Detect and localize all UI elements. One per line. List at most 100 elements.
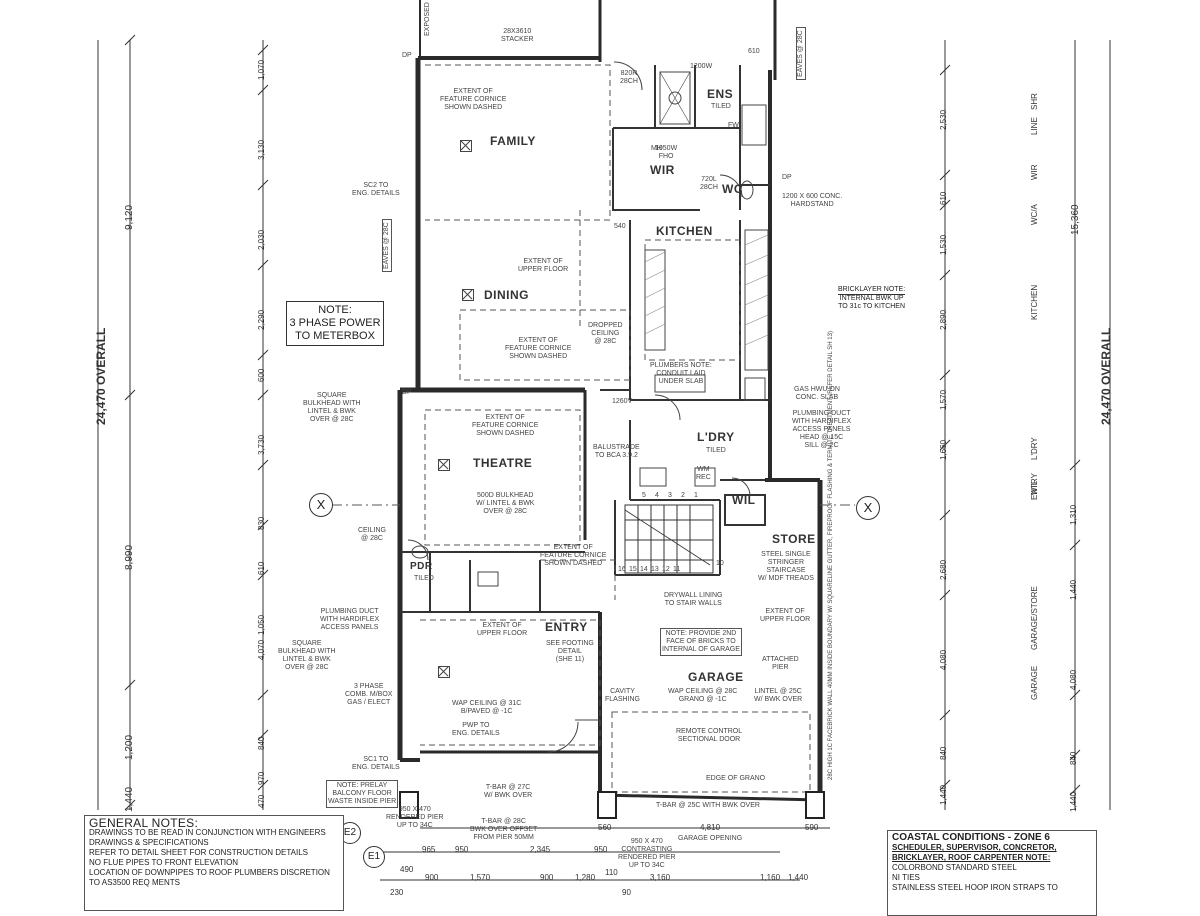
bottom-dimension-value: 560 <box>598 823 612 832</box>
bulkhead-note-entry: SQUARE BULKHEAD WITH LINTEL & BWK OVER @… <box>278 640 336 671</box>
room-label-family: FAMILY <box>490 134 536 148</box>
door-label-ens: 820R 28cH <box>620 70 638 85</box>
room-label-entry: ENTRY <box>545 620 588 634</box>
bottom-dimension-value: 3,160 <box>650 873 671 882</box>
downpipe-label: DP <box>782 174 792 181</box>
elevation-marker-e2: E2 <box>339 822 361 844</box>
room-dimension-label: WC/A <box>1030 204 1039 225</box>
room-dimension-label: GARAGE <box>1030 665 1039 700</box>
dimension-value: 3,730 <box>257 434 266 455</box>
dimension-value: 840 <box>1069 751 1078 765</box>
general-notes-box: GENERAL NOTES: DRAWINGS TO BE READ IN CO… <box>84 815 344 911</box>
room-dimension-label: WIL <box>1030 480 1039 495</box>
cornice-note-theatre: EXTENT OF FEATURE CORNICE SHOWN DASHED <box>472 414 539 437</box>
room-label-wc: WC <box>722 182 743 196</box>
drywall-note: DRYWALL LINING TO STAIR WALLS <box>664 592 723 607</box>
floor-waste-label: FW <box>728 122 739 129</box>
dimension-value: 840 <box>939 746 948 760</box>
stair-step-number: 11 <box>673 566 681 573</box>
gas-hwu-note: GAS HWU ON CONC. SLAB <box>794 386 840 401</box>
bottom-dimension-value: 2,345 <box>530 845 551 854</box>
left-dimension-lines <box>97 34 269 811</box>
bottom-dimension-value: 110 <box>605 868 618 877</box>
dimension-value: 1,440 <box>939 784 948 805</box>
staircase <box>624 504 714 574</box>
dimension-value: 970 <box>257 771 266 785</box>
bricklayer-note-line-3: TO 31c TO KITCHEN <box>838 303 906 310</box>
ceiling-vent-icon <box>462 289 474 301</box>
dimension-value: 1,660 <box>939 439 948 460</box>
dimension-value: 1,070 <box>257 59 266 80</box>
coastal-title: COASTAL CONDITIONS - ZONE 6 <box>892 832 1050 843</box>
bottom-dimension-value: 90 <box>622 888 631 897</box>
garage-bricks-note: NOTE: PROVIDE 2nd FACE OF BRICKS TO INTE… <box>660 628 742 656</box>
downpipe-label: DP <box>402 52 412 59</box>
fixtures <box>411 71 767 587</box>
bottom-dimension-value: 490 <box>400 865 414 874</box>
bricklayer-note: BRICKLAYER NOTE: INTERNAL BWK UP TO 31c … <box>838 286 906 311</box>
bricklayer-note-line-2: INTERNAL BWK UP <box>839 295 904 302</box>
section-marker-left: X <box>309 493 333 517</box>
stair-step-number: 4 <box>655 492 659 499</box>
meterbox-note-title: NOTE: <box>318 304 352 316</box>
bottom-dimension-value: 4,810 <box>700 823 721 832</box>
dim-1440-left: 1,440 <box>124 786 135 812</box>
coastal-subtitle-2: BRICKLAYER, ROOF CARPENTER NOTE: <box>892 853 1051 862</box>
door-swings <box>407 61 751 753</box>
room-dimension-label: SHR <box>1030 93 1039 110</box>
robe-hanging-label: 1050W FHO <box>655 145 678 160</box>
bwk-offset-note: T-BAR @ 28c BWK OVER OFFSET FROM PIER 50… <box>470 818 538 841</box>
door-label-wc: 720L 28cH <box>700 176 718 191</box>
dimension-value: 4,080 <box>1069 669 1078 690</box>
theatre-bulkhead-note: 500D BULKHEAD W/ LINTEL & BWK OVER @ 28c <box>476 492 535 515</box>
dimension-value: 1,050 <box>257 614 266 635</box>
dimension-value: 610 <box>939 191 948 205</box>
general-note-line: NO FLUE PIPES TO FRONT ELEVATION <box>89 858 239 867</box>
bottom-dimension-value: 1,280 <box>575 873 596 882</box>
attached-pier-note: ATTACHED PIER <box>762 656 799 671</box>
dimension-value: 1,440 <box>1069 579 1078 600</box>
dimension-value: 2,680 <box>939 559 948 580</box>
general-note-line: DRAWINGS TO BE READ IN CONJUNCTION WITH … <box>89 828 326 837</box>
dimension-value: 840 <box>257 736 266 750</box>
coastal-line: NI TIES <box>892 873 920 882</box>
coastal-conditions-box: COASTAL CONDITIONS - ZONE 6 SCHEDULER, S… <box>887 830 1097 916</box>
dimension-value: 2,030 <box>257 229 266 250</box>
meterbox-note: NOTE: 3 PHASE POWER TO METERBOX <box>286 301 384 346</box>
stair-step-number: 2 <box>681 492 685 499</box>
entry-ceiling-note: WAP CEILING @ 31c B/PAVED @ -1c <box>452 700 522 715</box>
room-dimension-label: WIR <box>1030 164 1039 180</box>
room-label-kitchen: KITCHEN <box>656 224 713 238</box>
bricklayer-note-title: BRICKLAYER NOTE: <box>838 286 906 295</box>
room-dimension-label: GARAGE/STORE <box>1030 586 1039 650</box>
sc1-engineer-note: SC1 TO ENG. DETAILS <box>352 756 400 771</box>
eaves-label-left: EAVES @ 28c <box>382 219 392 272</box>
footing-detail-note: SEE FOOTING DETAIL (SHE 11) <box>546 640 594 663</box>
stacker-door-label: 28x3610 STACKER <box>501 28 534 43</box>
coastal-subtitle-1: SCHEDULER, SUPERVISOR, CONCRETOR, <box>892 843 1057 852</box>
stair-step-number: 1 <box>694 492 698 499</box>
dimension-value: 830 <box>257 516 266 530</box>
window-label-ens: 1200W <box>690 63 713 70</box>
stair-step-10: 10 <box>716 560 724 567</box>
plumbing-duct-note-right: PLUMBING DUCT WITH HARDIFLEX ACCESS PANE… <box>792 410 852 449</box>
balustrade-note: BALUSTRADE TO BCA 3.9.2 <box>593 444 640 459</box>
cornice-note-entry: EXTENT OF FEATURE CORNICE SHOWN DASHED <box>540 544 607 567</box>
room-dimension-label: LINE <box>1030 117 1039 135</box>
pwp-note: PWP TO ENG. DETAILS <box>452 722 500 737</box>
bottom-dimension-value: 1,160 <box>760 873 781 882</box>
coastal-line: STAINLESS STEEL HOOP IRON STRAPS TO <box>892 883 1058 892</box>
room-label-dining: DINING <box>484 288 529 302</box>
exterior-walls <box>397 0 823 802</box>
dim-9120: 9,120 <box>124 204 135 230</box>
general-note-line: REFER TO DETAIL SHEET FOR CONSTRUCTION D… <box>89 848 308 857</box>
overall-dimension-left: 24,470 OVERALL <box>94 327 108 425</box>
meterbox-location-note: 3 PHASE COMB. M/BOX GAS / ELECT <box>345 683 393 706</box>
laundry-finish-label: TILED <box>706 447 726 454</box>
dimension-value: 470 <box>257 794 266 808</box>
stair-step-number: 14 <box>640 566 648 573</box>
bulkhead-note-theatre: SQUARE BULKHEAD WITH LINTEL & BWK OVER @… <box>303 392 361 423</box>
dimension-value: 2,890 <box>939 309 948 330</box>
dimension-value: 1,440 <box>1069 791 1078 812</box>
bottom-dimension-value: 1,570 <box>470 873 491 882</box>
